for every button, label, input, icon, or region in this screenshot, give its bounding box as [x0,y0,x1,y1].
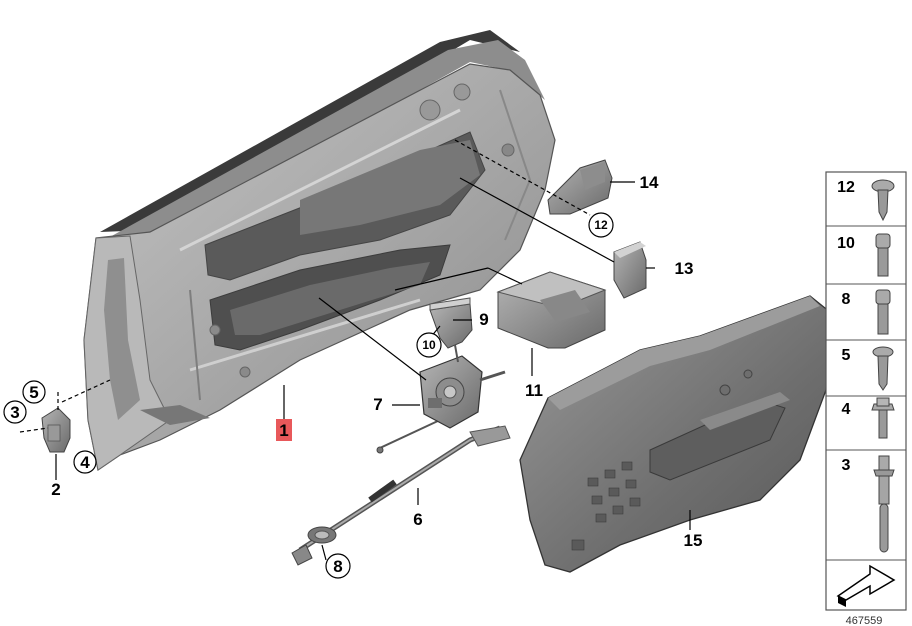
callout-5: 5 [29,383,38,402]
fastener-5: 5 [842,346,894,391]
fastener-label-4: 4 [842,401,851,418]
fastener-8: 8 [842,289,891,335]
callout-6: 6 [413,510,422,529]
fastener-label-3: 3 [842,457,851,474]
door-hinge [19,379,111,453]
door-shell [83,30,556,472]
fastener-label-8: 8 [842,291,851,308]
leader-lines [55,139,691,561]
fastener-3: 3 [842,455,895,553]
fastener-12: 12 [837,179,895,222]
callout-4: 4 [80,453,90,472]
fastener-label-10: 10 [837,235,855,252]
callout-8: 8 [333,557,342,576]
foam-block [496,271,607,349]
callout-circle-4 [73,450,97,474]
callout-13: 13 [675,259,694,278]
callout-box-1 [276,419,292,441]
callout-circle-5 [22,380,46,404]
callout-9: 9 [479,310,488,329]
callout-14: 14 [640,173,659,192]
door-cable-rod [291,419,511,566]
callout-7: 7 [373,395,382,414]
callout-circle-12 [588,212,614,238]
callout-10: 10 [422,338,436,352]
view-direction-arrow-icon [836,564,896,607]
fastener-label-12: 12 [837,179,855,196]
part-13-bracket [613,241,647,299]
door-trim-panel [519,295,831,573]
callout-circle-8 [325,553,351,579]
callout-11: 11 [525,381,543,400]
trim-panel-vents [571,461,641,551]
callout-circle-10 [416,332,442,358]
fastener-4: 4 [842,397,895,439]
diagram-reference-number: 467559 [846,615,883,626]
callout-1: 1 [279,421,288,440]
fastener-label-5: 5 [842,347,851,364]
door-lock [419,355,506,429]
callout-2: 2 [51,480,60,499]
callout-15: 15 [684,531,703,550]
fastener-panel: 12 10 8 5 4 3 [825,171,907,611]
door-bracket [429,297,473,363]
callout-3: 3 [10,403,19,422]
fastener-10: 10 [837,233,891,277]
callout-circle-3 [3,400,27,424]
part-14-pad [547,159,613,215]
callout-12: 12 [594,218,608,232]
callouts: 1 2 3 4 5 6 7 8 9 10 11 12 13 14 15 [3,173,703,579]
